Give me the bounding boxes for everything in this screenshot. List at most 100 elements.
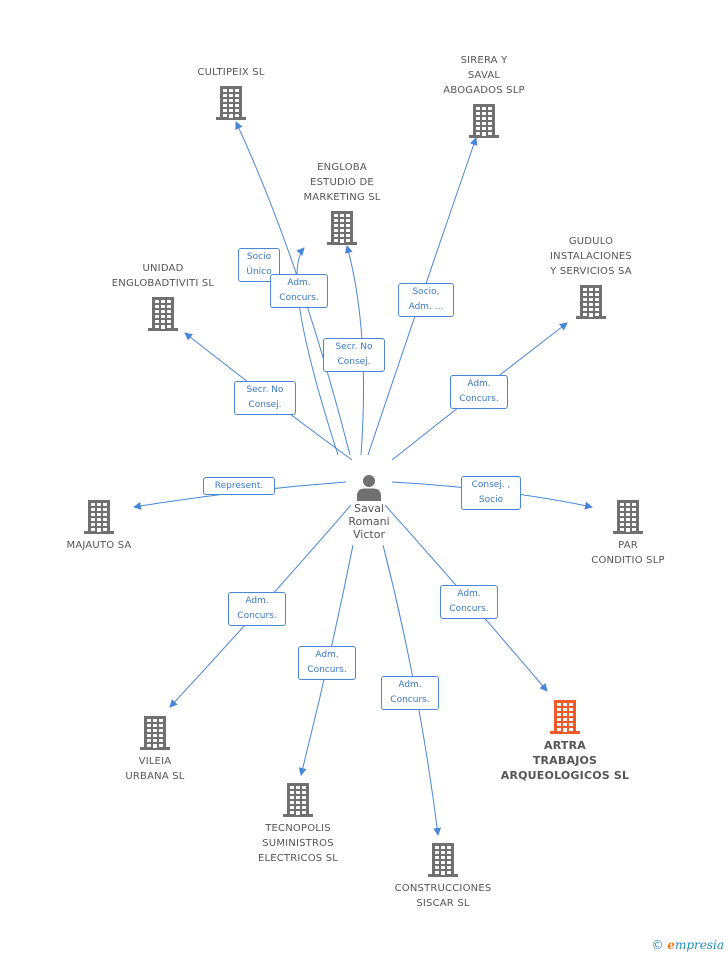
company-name-line: SUMINISTROS (262, 838, 334, 849)
brand-initial: e (667, 938, 675, 952)
relation-label-line: Adm. (457, 589, 481, 599)
company-name-line: CONSTRUCCIONES (394, 883, 492, 894)
relation-label-line: Socio (246, 252, 272, 262)
relation-label-line: Concurs. (459, 394, 499, 404)
person-name: Saval Romani Victor (320, 502, 418, 541)
company-name-line: PAR (618, 540, 638, 551)
building-icon (327, 211, 357, 245)
relation-label-line: Concurs. (449, 604, 489, 614)
relation-label-sirera[interactable]: Socio, Adm. ... (398, 283, 454, 317)
building-icon (613, 500, 643, 534)
company-node-tecnopolis[interactable]: TECNOPOLIS SUMINISTROS ELECTRICOS SL (213, 783, 383, 866)
brand-name: mpresia (674, 938, 724, 952)
company-name-line: ESTUDIO DE (310, 177, 374, 188)
building-icon (576, 285, 606, 319)
relation-label-line: Adm. (467, 379, 491, 389)
company-node-engloba[interactable]: ENGLOBA ESTUDIO DE MARKETING SL (257, 160, 427, 245)
relation-label-engloba[interactable]: Secr. No Consej. (323, 338, 385, 372)
company-name-line: ARTRA (544, 739, 586, 752)
company-name-line: ENGLOBA (317, 162, 367, 173)
relation-label-line: Único (246, 267, 272, 277)
relation-label-line: Concurs. (307, 665, 347, 675)
company-name-line: URBANA SL (125, 771, 185, 782)
company-name-line: TRABAJOS (532, 754, 598, 767)
building-icon (550, 700, 580, 734)
company-name-line: GUDULO (568, 236, 614, 247)
company-name-line: CULTIPEIX SL (197, 67, 265, 78)
company-name-line: Y SERVICIOS SA (550, 266, 632, 277)
relation-label-line: Concurs. (390, 695, 430, 705)
person-node[interactable]: Saval Romani Victor (320, 472, 418, 541)
relation-edge-engloba (296, 247, 339, 456)
company-name: UNIDAD ENGLOBADTIVITI SL (78, 261, 248, 291)
relation-label-line: Represent. (214, 481, 264, 491)
company-name: ARTRA TRABAJOS ARQUEOLOGICOS SL (480, 738, 650, 783)
relation-label-cultipeix[interactable]: Adm. Concurs. (270, 274, 328, 308)
relation-label-gudulo[interactable]: Adm. Concurs. (450, 375, 508, 409)
company-name: CONSTRUCCIONES SISCAR SL (358, 881, 528, 911)
building-icon (140, 716, 170, 750)
company-name-line: MAJAUTO SA (66, 540, 132, 551)
person-name-line: Victor (353, 528, 385, 541)
relation-label-construcciones[interactable]: Adm. Concurs. (381, 676, 439, 710)
building-icon (283, 783, 313, 817)
building-icon (84, 500, 114, 534)
company-node-artra[interactable]: ARTRA TRABAJOS ARQUEOLOGICOS SL (480, 700, 650, 783)
company-node-construcciones[interactable]: CONSTRUCCIONES SISCAR SL (358, 843, 528, 911)
relation-label-line: Consej. (337, 357, 371, 367)
relation-label-line: Secr. No (335, 342, 373, 352)
relation-label-line: Adm. (315, 650, 339, 660)
company-name: GUDULO INSTALACIONES Y SERVICIOS SA (506, 234, 676, 279)
company-name-line: UNIDAD (142, 263, 184, 274)
relation-label-line: Adm. (398, 680, 422, 690)
company-name-line: SIRERA Y (460, 55, 508, 66)
relation-label-line: Concurs. (279, 293, 319, 303)
company-node-majauto[interactable]: MAJAUTO SA (14, 500, 184, 553)
relation-label-tecnopolis[interactable]: Adm. Concurs. (298, 646, 356, 680)
person-name-line: Romani (348, 515, 390, 528)
company-name: ENGLOBA ESTUDIO DE MARKETING SL (257, 160, 427, 205)
company-name: VILEIA URBANA SL (70, 754, 240, 784)
company-name-line: SISCAR SL (416, 898, 470, 909)
building-icon (428, 843, 458, 877)
company-name-line: INSTALACIONES (550, 251, 632, 262)
company-name-line: MARKETING SL (303, 192, 381, 203)
person-name-line: Saval (353, 502, 385, 515)
building-icon (469, 104, 499, 138)
relation-label-line: Consej. , (471, 480, 511, 490)
company-name-line: ENGLOBADTIVITI SL (111, 278, 215, 289)
relation-label-line: Secr. No (246, 385, 284, 395)
company-node-unidad[interactable]: UNIDAD ENGLOBADTIVITI SL (78, 261, 248, 331)
relation-label-line: Consej. (248, 400, 282, 410)
relation-label-unidad[interactable]: Secr. No Consej. (234, 381, 296, 415)
relation-label-line: Adm. (245, 596, 269, 606)
building-icon (148, 297, 178, 331)
relation-label-par[interactable]: Consej. ,Socio (461, 476, 521, 510)
company-node-cultipeix[interactable]: CULTIPEIX SL (146, 65, 316, 120)
company-name-line: TECNOPOLIS (265, 823, 331, 834)
company-name-line: ELECTRICOS SL (257, 853, 339, 864)
brand-footer: © empresia (651, 938, 724, 952)
relation-label-majauto[interactable]: Represent. (203, 477, 275, 495)
person-icon (357, 475, 381, 501)
relation-label-line: Adm. (287, 278, 311, 288)
company-name-line: ARQUEOLOGICOS SL (500, 769, 630, 782)
company-name-line: VILEIA (138, 756, 172, 767)
relation-label-line: Concurs. (237, 611, 277, 621)
relation-label-line: Adm. ... (408, 302, 444, 312)
relation-label-line: Socio, (412, 287, 440, 297)
copyright-symbol: © (651, 938, 664, 952)
company-name: TECNOPOLIS SUMINISTROS ELECTRICOS SL (213, 821, 383, 866)
company-node-vileia[interactable]: VILEIA URBANA SL (70, 716, 240, 784)
company-name: CULTIPEIX SL (146, 65, 316, 80)
company-name-line: ABOGADOS SLP (443, 85, 525, 96)
company-name: MAJAUTO SA (14, 538, 184, 553)
company-node-gudulo[interactable]: GUDULO INSTALACIONES Y SERVICIOS SA (506, 234, 676, 319)
relation-label-vileia[interactable]: Adm. Concurs. (228, 592, 286, 626)
relation-label-artra[interactable]: Adm. Concurs. (440, 585, 498, 619)
